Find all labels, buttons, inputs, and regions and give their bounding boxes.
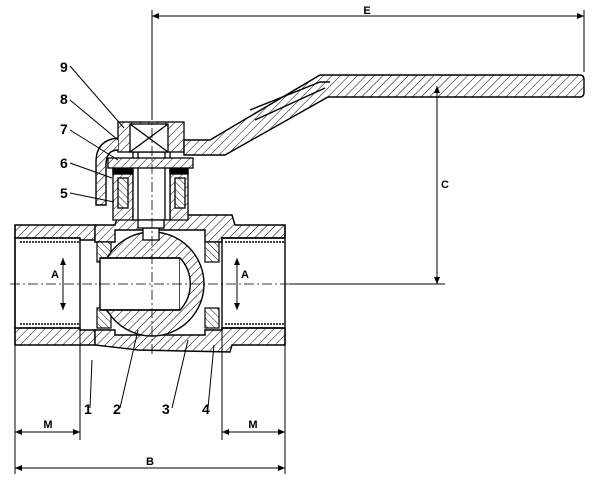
callout-3: 3 (162, 401, 170, 417)
stem-assembly (107, 121, 194, 241)
callout-numbers: 9 8 7 6 5 1 2 3 4 (60, 59, 210, 417)
dim-label-a-left: A (51, 269, 59, 281)
lever-handle (95, 74, 585, 206)
callout-8: 8 (60, 91, 68, 107)
ball (99, 231, 205, 337)
centerlines (10, 110, 296, 355)
callout-1: 1 (84, 401, 92, 417)
callout-7: 7 (60, 121, 68, 137)
dimension-lines (14, 10, 585, 474)
dim-label-m-left: M (43, 419, 52, 431)
dimension-labels: E C A A M M B (43, 5, 449, 468)
dim-label-b: B (146, 456, 154, 468)
callout-6: 6 (60, 155, 68, 171)
callout-9: 9 (60, 59, 68, 75)
dim-label-c: C (441, 179, 449, 191)
leader-lines (69, 65, 215, 409)
dim-label-e: E (363, 5, 370, 17)
callout-5: 5 (60, 185, 68, 201)
callout-4: 4 (202, 401, 210, 417)
dim-label-m-right: M (248, 419, 257, 431)
callout-2: 2 (113, 401, 121, 417)
dim-label-a-right: A (241, 269, 249, 281)
